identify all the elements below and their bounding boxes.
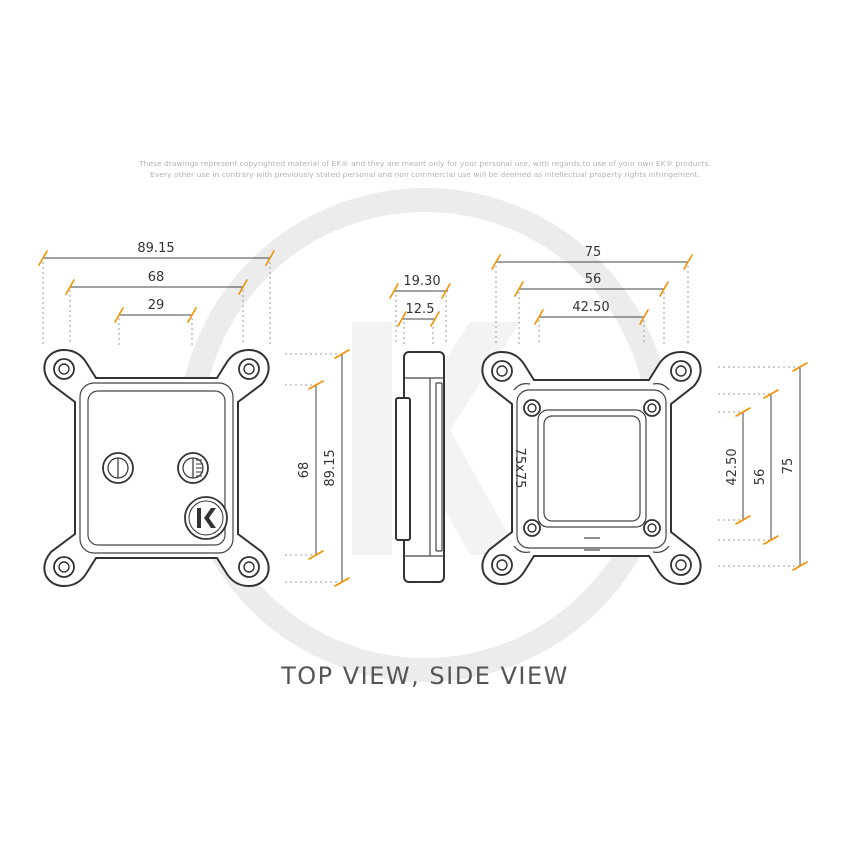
dim-side-width-outer: 19.30 <box>403 274 440 289</box>
dim-bottom-height-outer: 75 <box>781 458 796 475</box>
dim-top-width-inner: 29 <box>148 298 165 313</box>
side-view: 19.30 12.5 <box>389 274 451 583</box>
dim-top-width-outer: 89.15 <box>137 241 174 256</box>
top-plate-outline <box>43 348 270 588</box>
dim-bottom-height-inner: 42.50 <box>725 448 740 485</box>
dim-top-height-mid: 68 <box>297 462 312 479</box>
bottom-view: 75 56 42.50 75x75 <box>481 245 808 586</box>
copyright-notice-line-1: These drawings represent copyrighted mat… <box>138 159 712 168</box>
plate-marking: 75x75 <box>512 448 527 489</box>
dim-side-width-inner: 12.5 <box>406 302 435 317</box>
dim-bottom-width-outer: 75 <box>585 245 602 260</box>
ek-logo-icon <box>184 496 228 540</box>
outlet-port-icon <box>177 452 209 484</box>
dim-top-width-mid: 68 <box>148 270 165 285</box>
dim-bottom-width-mid: 56 <box>585 272 602 287</box>
copyright-notice-line-2: Every other use in contrary with previou… <box>150 170 700 179</box>
dim-top-height-outer: 89.15 <box>323 449 338 486</box>
top-view: 89.15 68 29 <box>38 241 350 588</box>
view-caption: TOP VIEW, SIDE VIEW <box>281 662 569 690</box>
dim-bottom-height-mid: 56 <box>753 469 768 486</box>
inlet-port-icon <box>102 452 134 484</box>
dim-bottom-width-inner: 42.50 <box>572 300 609 315</box>
